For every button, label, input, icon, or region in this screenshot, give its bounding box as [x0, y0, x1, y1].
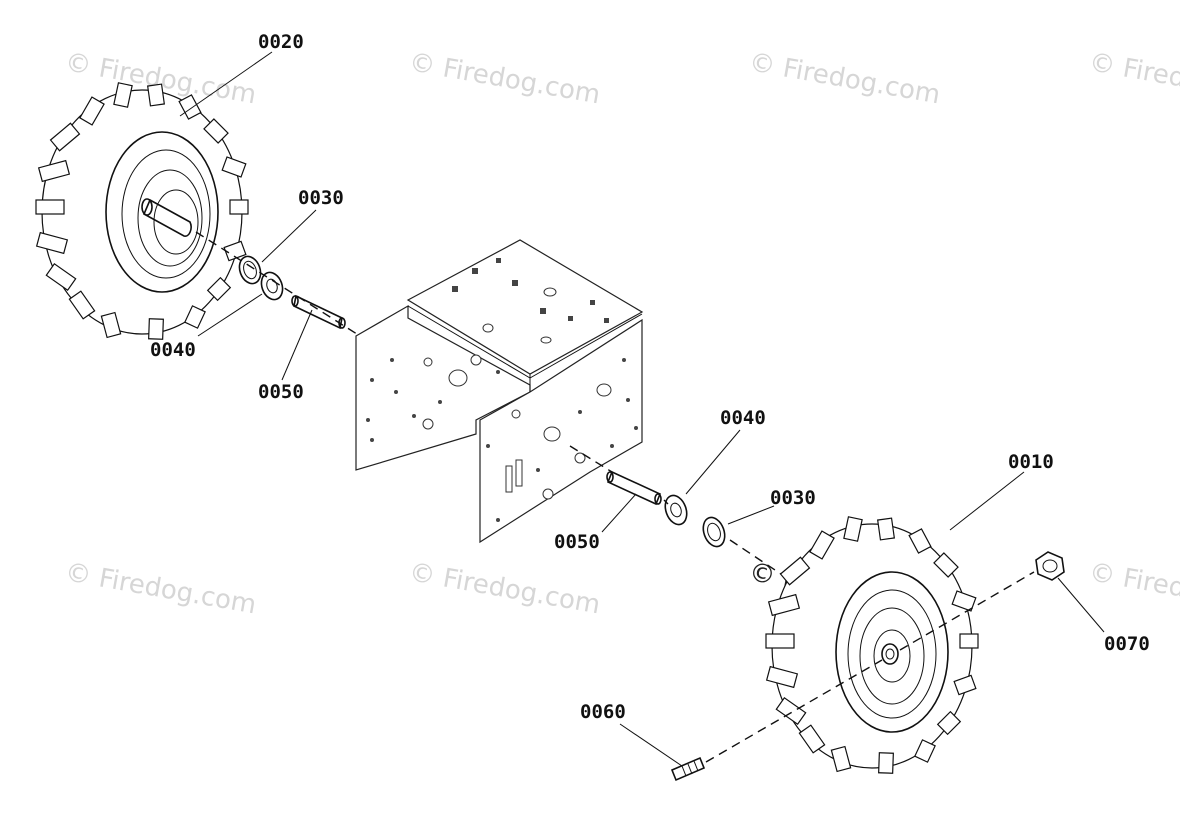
label-bolt: 0060	[580, 701, 626, 723]
watermark-6: © Firedog.com	[407, 557, 603, 620]
hex-nut	[1035, 551, 1065, 581]
retainer-ring-right	[702, 516, 726, 548]
watermark-2: © Firedog.com	[407, 47, 603, 110]
bolt	[670, 756, 706, 782]
tread-lugs-left	[35, 82, 249, 340]
axis-line-bolt	[705, 659, 883, 763]
label-washer-left: 0040	[150, 339, 196, 361]
axis-line-left	[195, 231, 361, 337]
frame-housing	[355, 239, 644, 544]
watermark-4: © Firedog.com	[1087, 47, 1180, 110]
label-washer-right: 0040	[720, 407, 766, 429]
label-retainer-ring-left: 0030	[298, 187, 344, 209]
label-hex-nut: 0070	[1104, 633, 1150, 655]
retainer-ring-left	[238, 255, 262, 285]
spacer-left	[291, 294, 346, 330]
label-spacer-left: 0050	[258, 381, 304, 403]
part-labels: 0020 0030 0040 0050 0040 0030 0050 0010 …	[150, 31, 1150, 723]
wheel-left	[35, 82, 249, 340]
label-wheel-right: 0010	[1008, 451, 1054, 473]
washer-right	[664, 494, 688, 526]
label-retainer-ring-right: 0030	[770, 487, 816, 509]
leader-lines	[179, 51, 1105, 767]
tread-lugs-right	[765, 516, 979, 774]
label-spacer-right: 0050	[554, 531, 600, 553]
watermark-3: © Firedog.com	[747, 47, 943, 110]
wheel-right	[765, 516, 979, 774]
watermark-5: © Firedog.com	[63, 557, 259, 620]
axis-line-nut	[899, 571, 1035, 651]
watermark-8: © Firedog.com	[1087, 557, 1180, 620]
label-wheel-left: 0020	[258, 31, 304, 53]
spacer-right	[606, 470, 662, 506]
washer-left	[260, 271, 284, 301]
